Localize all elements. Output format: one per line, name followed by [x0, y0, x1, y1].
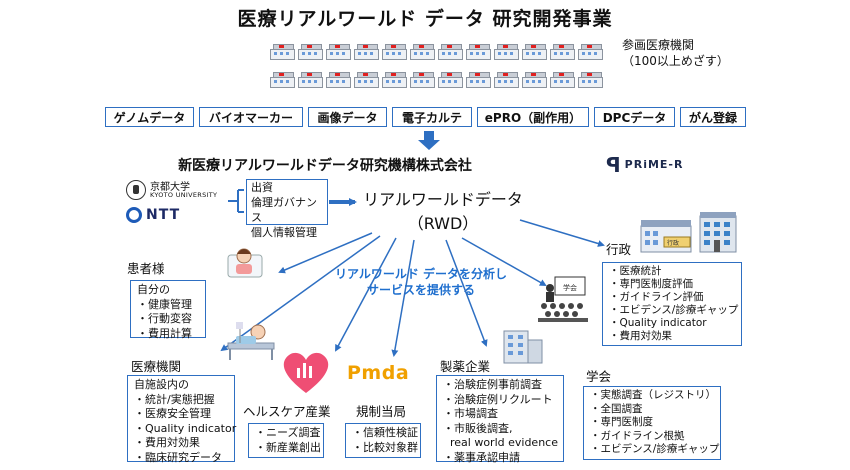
prime-r-mark-icon: ꟼ: [606, 153, 622, 177]
ntt-logo: NTT: [126, 207, 180, 223]
pmda-logo: Pmda: [347, 362, 409, 384]
hospital-icon: [438, 44, 463, 60]
pharma-box: ・治験症例事前調査 ・治験症例リクルート ・市場調査 ・市販後調査, real …: [436, 375, 564, 464]
regulator-box: ・信頼性検証 ・比較対象群: [345, 423, 421, 458]
academia-heading: 学会: [586, 369, 612, 384]
ntt-mark-icon: [126, 207, 142, 223]
healthcare-heart-icon: [283, 352, 329, 393]
lecture-academia-icon: 学会: [538, 276, 588, 322]
healthcare-heading: ヘルスケア産業: [243, 404, 331, 419]
arrow-to-medical: [220, 235, 381, 352]
arrow-to-pharma: [445, 239, 488, 347]
patient-illustration-icon: [227, 248, 263, 278]
data-type-ehr: 電子カルテ: [392, 107, 472, 127]
hospital-icon: [382, 72, 407, 88]
svg-text:学会: 学会: [563, 283, 577, 292]
healthcare-box: ・ニーズ調査 ・新産業創出: [248, 423, 324, 458]
company-name: 新医療リアルワールドデータ研究機構株式会社: [178, 158, 472, 174]
academia-box: ・実態調査（レジストリ） ・全国調査 ・専門医制度 ・ガイドライン根拠 ・エビデ…: [583, 386, 721, 460]
pharma-heading: 製薬企業: [440, 359, 491, 374]
data-type-biomarker: バイオマーカー: [199, 107, 303, 127]
hospital-icon: [550, 72, 575, 88]
hospital-icon: [354, 44, 379, 60]
government-buildings-icon: 行政: [640, 212, 737, 253]
hospital-icon: [494, 72, 519, 88]
partner-bracket: [228, 189, 244, 213]
hospital-icon: [578, 44, 603, 60]
arrow-to-regulator: [391, 239, 415, 357]
pharma-building-icon: [503, 330, 543, 364]
hospital-icon: [550, 44, 575, 60]
data-type-imaging: 画像データ: [308, 107, 387, 127]
hospital-icon: [466, 72, 491, 88]
hospital-icon: [522, 72, 547, 88]
kyoto-seal-icon: [126, 180, 146, 200]
hospital-icon: [270, 44, 295, 60]
data-type-epro: ePRO（副作用）: [477, 107, 589, 127]
hospital-icon: [382, 44, 407, 60]
hospital-icon: [270, 72, 295, 88]
hospital-icon: [298, 44, 323, 60]
participating-institutions-label: 参画医療機関 （100以上めざす）: [622, 38, 729, 68]
patient-box: 自分の ・健康管理 ・行動変容 ・費用計算: [130, 280, 206, 340]
hospital-bed-icon: [227, 322, 275, 360]
hospital-icon: [466, 44, 491, 60]
rwd-label: リアルワールドデータ （RWD）: [363, 190, 523, 233]
hospital-icon: [326, 72, 351, 88]
data-type-genome: ゲノムデータ: [105, 107, 194, 127]
arrow-to-government: [519, 219, 605, 247]
hospital-icon: [298, 72, 323, 88]
pmda-logo-text: Pmda: [347, 362, 410, 384]
hospital-icon: [438, 72, 463, 88]
participating-hospitals-grid: [270, 44, 612, 88]
data-type-cancer-registry: がん登録: [680, 107, 746, 127]
investment-governance-box: 出資 倫理ガバナンス 個人情報管理: [246, 179, 328, 239]
hospital-icon: [410, 44, 435, 60]
hospital-icon: [354, 72, 379, 88]
down-arrow-icon: [418, 131, 440, 150]
hospital-icon: [494, 44, 519, 60]
hospital-icon: [410, 72, 435, 88]
government-box: ・医療統計 ・専門医制度評価 ・ガイドライン評価 ・エビデンス/診療ギャップ ・…: [602, 262, 742, 346]
page-title: 医療リアルワールド データ 研究開発事業: [237, 8, 613, 30]
medical-heading: 医療機関: [131, 359, 182, 374]
hospital-icon: [326, 44, 351, 60]
government-heading: 行政: [606, 242, 632, 257]
arrow-to-academia: [461, 237, 547, 286]
hospital-icon: [578, 72, 603, 88]
arrow-to-healthcare: [335, 237, 397, 352]
medical-box: 自施設内の ・統計/実態把握 ・医療安全管理 ・Quality indicato…: [127, 375, 236, 464]
svg-text:行政: 行政: [667, 239, 679, 247]
data-type-dpc: DPCデータ: [594, 107, 675, 127]
hospital-icon: [522, 44, 547, 60]
patient-heading: 患者様: [127, 261, 165, 276]
arrow-to-patient: [278, 232, 373, 274]
regulator-heading: 規制当局: [356, 404, 407, 419]
